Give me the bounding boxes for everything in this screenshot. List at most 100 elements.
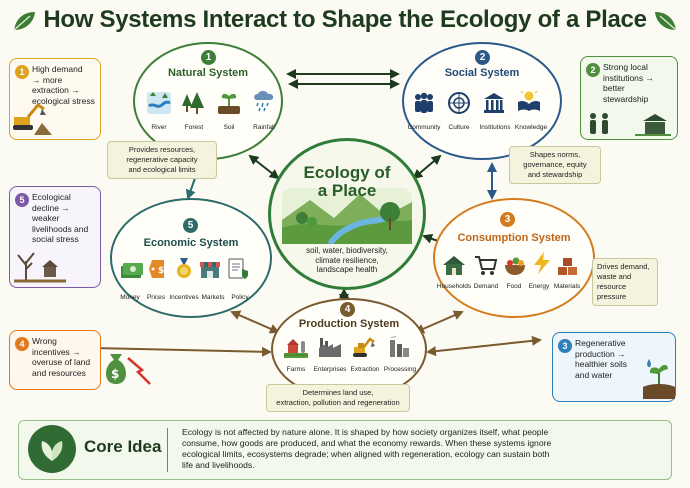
seedling-water-icon [643, 359, 675, 399]
economic-item-label: Markets [201, 294, 225, 301]
side-box-line: Ecological [32, 192, 71, 202]
soil-icon [218, 93, 240, 114]
side-box-line: stewardship [603, 93, 649, 104]
side-box-line: weaker [32, 213, 60, 223]
social-item-label: Institutions [479, 124, 511, 131]
forest-icon [182, 92, 204, 114]
culture-icon [448, 92, 470, 114]
community-icon [415, 92, 433, 113]
river-icon [147, 92, 171, 114]
core-idea-line: Ecology is not affected by nature alone.… [182, 427, 549, 437]
consumption-note: Drives demand, waste and resource pressu… [592, 258, 658, 306]
leaf-icon [655, 12, 677, 31]
side-box-line: Regenerative [575, 338, 626, 348]
side-box-feedback-1: 1 High demand → more extraction → ecolog… [9, 58, 101, 140]
natural-item-label: Forest [184, 124, 204, 131]
natural-system-number: 1 [201, 50, 216, 65]
consumption-system-title: Consumption System [457, 232, 571, 244]
side-box-line: Wrong [32, 336, 57, 346]
side-box-feedback-2: 2 Strong local institutions → better ste… [580, 56, 678, 140]
landscape-illustration [282, 188, 412, 244]
core-title-line: Ecology of [303, 163, 391, 182]
note-line: and stewardship [527, 170, 583, 179]
energy-icon [534, 252, 550, 274]
core-idea-box [18, 420, 672, 480]
social-item-label: Community [407, 124, 441, 131]
economic-item-label: Incentives [169, 294, 199, 301]
side-box-text: Ecological decline → weaker livelihoods … [32, 192, 88, 245]
cart-icon [475, 256, 498, 275]
note-line: Drives demand, [597, 262, 650, 271]
farm-icon [284, 339, 308, 358]
note-line: Shapes norms, [529, 150, 581, 159]
social-system-title: Social System [444, 67, 520, 79]
note-line: regenerative capacity [126, 155, 198, 164]
side-box-feedback-3: 3 Regenerative production → healthier so… [552, 332, 676, 402]
price-tag-icon: $ [149, 260, 164, 278]
production-item-label: Extraction [350, 366, 380, 373]
core-subtitle-line: landscape health [316, 265, 378, 274]
side-box-number: 2 [586, 63, 600, 77]
core-idea-line: ecological limits, ecosystems degrade; w… [182, 449, 550, 459]
side-box-line: livelihoods and [32, 223, 89, 234]
community-icon [590, 113, 671, 136]
side-box-line: Strong local [603, 62, 648, 72]
note-line: resource [597, 282, 627, 291]
note-line: pressure [597, 292, 627, 301]
page-title: How Systems Interact to Shape the Ecolog… [43, 6, 647, 33]
excavator-icon [13, 103, 52, 135]
consumption-item-label: Demand [473, 283, 499, 290]
side-box-text: Wrong incentives → overuse of land and r… [32, 336, 90, 378]
dead-tree-icon [14, 252, 66, 283]
house-icon [443, 256, 465, 275]
side-box-line: → more [32, 74, 63, 85]
consumption-item-label: Materials [553, 283, 581, 290]
side-box-line: High demand [32, 64, 83, 74]
side-box-text: High demand → more extraction → ecologic… [32, 64, 95, 106]
core-subtitle: soil, water, biodiversity, climate resil… [268, 246, 426, 275]
food-icon [505, 257, 525, 275]
economic-system-number: 5 [183, 218, 198, 233]
core-subtitle-line: climate resilience, [315, 255, 379, 265]
core-idea-title: Core Idea [84, 437, 162, 456]
production-item-label: Farms [286, 366, 306, 373]
social-note: Shapes norms, governance, equity and ste… [509, 146, 601, 184]
side-box-feedback-5: 5 Ecological decline → weaker livelihood… [9, 186, 101, 288]
side-box-text: Regenerative production → healthier soil… [575, 338, 627, 380]
core-idea-badge [28, 425, 76, 473]
side-box-line: incentives → [32, 346, 81, 357]
side-box-line: social stress [32, 234, 79, 244]
consumption-item-label: Food [506, 283, 522, 290]
side-box-line: better [603, 83, 625, 93]
note-line: extraction, pollution and regeneration [276, 398, 400, 407]
institutions-icon [484, 93, 504, 113]
leaves-icon [41, 441, 63, 461]
processing-icon [390, 336, 409, 357]
economic-system-title: Economic System [143, 237, 239, 249]
side-box-line: institutions → [603, 72, 655, 83]
production-item-label: Enterprises [313, 366, 347, 373]
svg-text:$: $ [158, 266, 164, 276]
side-box-line: and water [575, 369, 613, 380]
side-box-number: 5 [15, 193, 29, 207]
side-box-line: ecological stress [32, 95, 95, 106]
side-box-feedback-4: 4 Wrong incentives → overuse of land and… [9, 330, 101, 390]
production-item-label: Processing [383, 366, 417, 373]
production-system-number: 4 [340, 302, 355, 317]
note-line: governance, equity [523, 160, 587, 169]
side-box-line: decline → [32, 202, 70, 213]
medal-icon [177, 258, 191, 278]
market-icon [200, 262, 220, 278]
note-line: waste and [597, 272, 632, 281]
economic-item-label: Policy [231, 294, 249, 301]
side-box-line: extraction → [32, 85, 80, 95]
note-line: and ecological limits [128, 165, 196, 174]
side-box-number: 4 [15, 337, 29, 351]
social-item-label: Culture [448, 124, 470, 131]
knowledge-icon [518, 90, 540, 111]
core-idea-line: life and livelihoods. [182, 460, 255, 470]
rainfall-icon [254, 91, 274, 112]
money-bag-icon: $ [106, 354, 151, 385]
core-idea-text: Ecology is not affected by nature alone.… [182, 427, 662, 471]
natural-note: Provides resources, regenerative capacit… [107, 141, 217, 179]
